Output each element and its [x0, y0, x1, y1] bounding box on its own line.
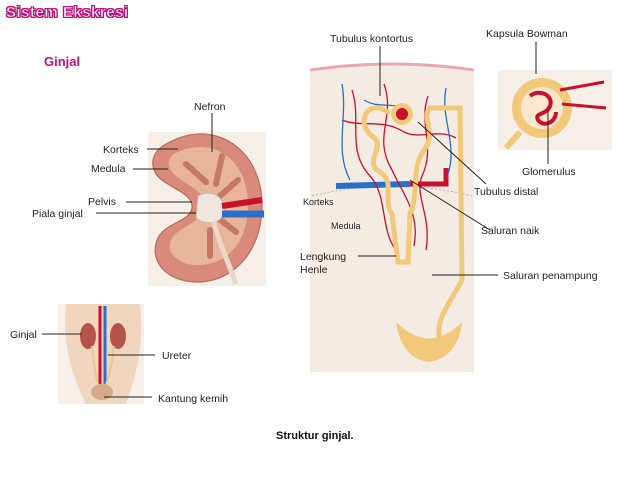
label-korteks-small: Korteks — [303, 197, 334, 207]
label-saluran-naik: Saluran naik — [481, 225, 540, 237]
label-pelvis: Pelvis — [88, 196, 117, 208]
label-ureter: Ureter — [162, 350, 192, 362]
urinary-system-illustration — [58, 304, 144, 404]
label-medula-small: Medula — [331, 221, 361, 231]
label-piala-ginjal: Piala ginjal — [32, 208, 83, 220]
leader-lines — [42, 42, 549, 398]
label-kapsula-bowman: Kapsula Bowman — [486, 28, 568, 40]
label-korteks: Korteks — [103, 144, 139, 156]
label-tubulus-distal: Tubulus distal — [474, 186, 539, 198]
nephron-illustration — [309, 62, 475, 372]
label-ginjal: Ginjal — [10, 329, 37, 341]
label-lengkung-henle: Lengkung Henle — [300, 251, 347, 276]
section-title: Ginjal — [44, 54, 81, 69]
label-nefron: Nefron — [194, 101, 226, 113]
bowman-capsule-illustration — [498, 70, 612, 150]
label-glomerulus: Glomerulus — [522, 166, 576, 178]
label-tubulus-kontortus: Tubulus kontortus — [330, 33, 414, 45]
kidney-illustration — [148, 132, 266, 286]
label-medula: Medula — [91, 163, 126, 175]
figure-caption: Struktur ginjal. — [276, 430, 354, 442]
label-kantung-kemih: Kantung kemih — [158, 393, 229, 405]
label-saluran-penampung: Saluran penampung — [503, 270, 598, 282]
page-title: Sistem Ekskresi — [6, 4, 129, 22]
